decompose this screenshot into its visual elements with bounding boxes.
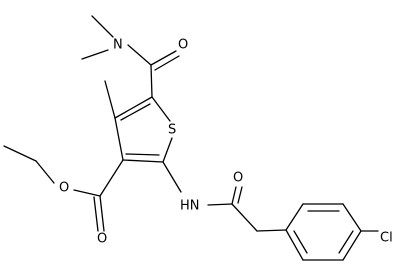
bond-s-c2 <box>162 137 173 163</box>
bond-c4-c5-2 <box>120 103 151 121</box>
bond-ester-co-2 <box>93 196 99 232</box>
bond-ar-1 <box>285 203 304 231</box>
bond-c3-c4 <box>114 117 124 161</box>
bond-c3-ester-c <box>99 159 124 197</box>
atom-labels: N O S O O HN O Cl <box>59 38 393 247</box>
bond-n-methyl-lower <box>81 49 109 60</box>
atom-n-dimethylamide: N <box>113 38 123 53</box>
atom-o-ester-double: O <box>97 232 107 247</box>
bond-n-methyl-upper <box>91 15 114 38</box>
bond-ester-c-o <box>73 189 101 197</box>
bond-c4-methyl <box>104 80 116 119</box>
atom-o-ester-single: O <box>59 181 69 196</box>
atom-cl: Cl <box>380 231 393 246</box>
bond-amide-co-1 <box>150 50 177 66</box>
bond-acetamide-co-2 <box>237 186 243 204</box>
bond-ar-3 <box>342 203 362 232</box>
bond-carbonyl-c5 <box>150 64 153 98</box>
bond-n-carbonyl <box>127 44 152 66</box>
bond-ar-4-inner <box>338 230 354 254</box>
bond-ester-co-1 <box>99 195 105 232</box>
atom-s-thiophene: S <box>168 123 176 138</box>
bond-ethyl-ch2-ch3 <box>3 145 37 162</box>
bond-c2-c3-2 <box>125 153 160 156</box>
bond-carbonyl-ch2 <box>231 203 258 232</box>
bond-o-ethyl-ch2 <box>35 160 55 184</box>
atom-o-dimethylamide: O <box>178 38 188 53</box>
bond-c2-nh <box>162 161 182 193</box>
atom-o-acetamide: O <box>233 171 243 186</box>
bond-amide-co-2 <box>154 55 180 71</box>
bond-ar-6-inner <box>293 230 308 254</box>
bond-c2-c3-1 <box>122 159 164 163</box>
atom-nh-acetamide: HN <box>180 199 200 214</box>
bonds <box>3 15 379 261</box>
bond-ch2-aryl <box>256 229 287 232</box>
bond-c4-c5-1 <box>114 96 153 119</box>
bond-ar-4 <box>342 230 362 261</box>
bond-nh-carbonyl <box>207 203 233 206</box>
bond-c5-s <box>151 96 171 122</box>
bond-acetamide-co-1 <box>231 186 237 205</box>
bond-ar-6 <box>285 229 304 261</box>
